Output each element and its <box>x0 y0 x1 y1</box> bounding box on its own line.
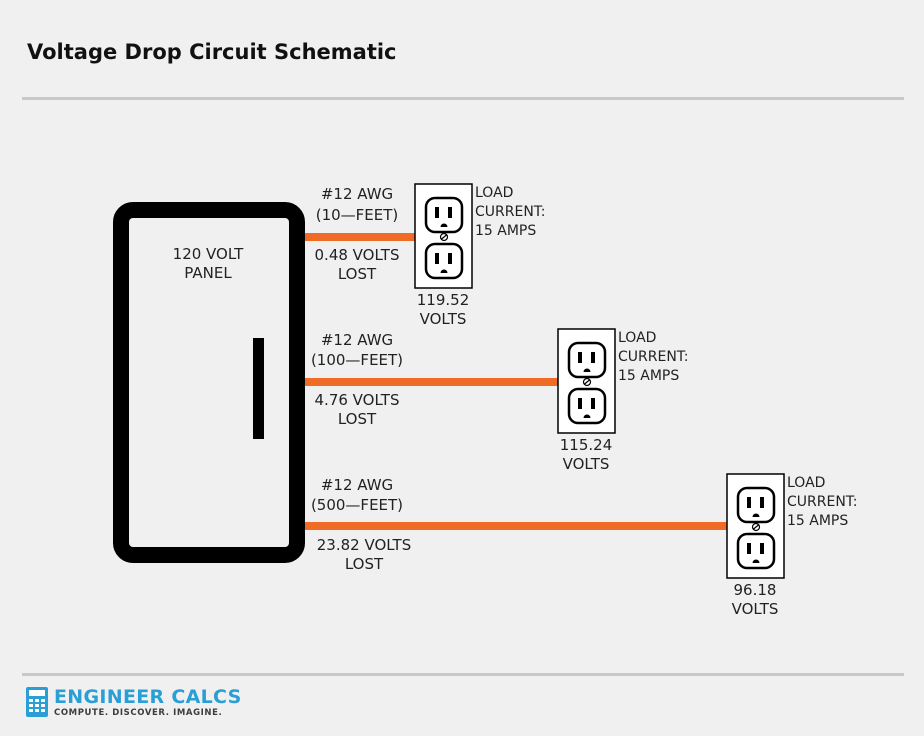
voltage-drop-lost-label: LOST <box>338 265 377 283</box>
outlet-voltage-unit: VOLTS <box>563 455 610 473</box>
voltage-drop-lost-label: LOST <box>338 410 377 428</box>
wire-size-label: #12 AWG <box>321 331 393 349</box>
outlet-voltage-unit: VOLTS <box>732 600 779 618</box>
load-current-label: CURRENT: <box>787 494 858 510</box>
panel-label-line1: 120 VOLT <box>173 245 244 263</box>
load-label: LOAD <box>787 475 825 491</box>
engineer-calcs-logo: ENGINEER CALCS COMPUTE. DISCOVER. IMAGIN… <box>26 687 242 718</box>
load-label: LOAD <box>618 330 656 346</box>
bottom-divider <box>22 673 904 676</box>
electrical-panel: 120 VOLT PANEL <box>113 202 305 563</box>
wire-size-label: #12 AWG <box>321 185 393 203</box>
page-title: Voltage Drop Circuit Schematic <box>27 40 397 64</box>
load-amps-label: 15 AMPS <box>618 368 679 384</box>
wire-length-label: (10—FEET) <box>316 206 399 224</box>
outlet-voltage-unit: VOLTS <box>420 310 467 328</box>
voltage-drop-label: 0.48 VOLTS <box>315 246 400 264</box>
wire-1 <box>305 233 415 241</box>
load-current-label: CURRENT: <box>618 349 689 365</box>
load-amps-label: 15 AMPS <box>475 223 536 239</box>
outlet-voltage-value: 115.24 <box>560 436 613 454</box>
receptacle-bottom <box>567 387 607 425</box>
load-current-label: CURRENT: <box>475 204 546 220</box>
receptacle-bottom <box>424 242 464 280</box>
top-divider <box>22 97 904 100</box>
wire-size-label: #12 AWG <box>321 476 393 494</box>
outlet-3 <box>726 473 785 579</box>
logo-tagline: COMPUTE. DISCOVER. IMAGINE. <box>54 708 223 718</box>
load-label: LOAD <box>475 185 513 201</box>
wire-3 <box>305 522 727 530</box>
receptacle-top <box>424 196 464 234</box>
outlet-1 <box>414 183 473 289</box>
voltage-drop-label: 23.82 VOLTS <box>317 536 412 554</box>
cover-screw <box>582 377 592 387</box>
cover-screw <box>439 232 449 242</box>
voltage-drop-lost-label: LOST <box>345 555 384 573</box>
receptacle-bottom <box>736 532 776 570</box>
circuit-3: #12 AWG (500—FEET) 23.82 VOLTS LOST <box>305 473 858 618</box>
circuit-2: #12 AWG (100—FEET) 4.76 VOLTS LOST <box>305 328 689 473</box>
receptacle-top <box>736 486 776 524</box>
panel-handle <box>253 338 264 439</box>
circuit-1: #12 AWG (10—FEET) 0.48 VOLTS LOST L <box>305 183 546 328</box>
outlet-2 <box>557 328 616 434</box>
load-amps-label: 15 AMPS <box>787 513 848 529</box>
voltage-drop-label: 4.76 VOLTS <box>315 391 400 409</box>
receptacle-top <box>567 341 607 379</box>
wire-length-label: (100—FEET) <box>311 351 403 369</box>
calculator-icon <box>26 687 48 717</box>
outlet-voltage-value: 119.52 <box>417 291 470 309</box>
outlet-voltage-value: 96.18 <box>734 581 777 599</box>
panel-label-line2: PANEL <box>184 264 232 282</box>
wire-length-label: (500—FEET) <box>311 496 403 514</box>
logo-name: ENGINEER CALCS <box>54 686 242 708</box>
cover-screw <box>751 522 761 532</box>
wire-2 <box>305 378 558 386</box>
